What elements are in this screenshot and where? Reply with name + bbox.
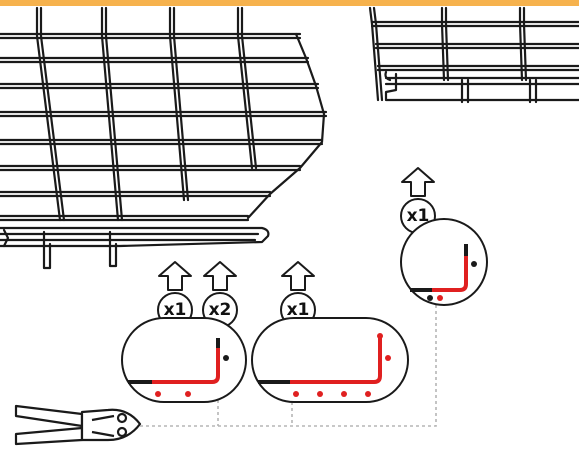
detail-bubble: [400, 218, 488, 306]
cut-point-marker: [437, 295, 443, 301]
cut-wire: [432, 256, 468, 292]
arrow-up-icon: [281, 261, 315, 291]
left-wire-tray: [0, 6, 328, 270]
cut-point-marker: [427, 295, 433, 301]
cut-point-marker: [185, 391, 191, 397]
quantity-label: x1: [407, 206, 430, 226]
arrow-up-icon: [203, 261, 237, 291]
bolt-cutter-icon: [14, 404, 142, 446]
quantity-label: x2: [209, 300, 232, 320]
top-accent-bar: [0, 0, 579, 6]
cut-point-marker: [317, 391, 323, 397]
cut-point-marker: [365, 391, 371, 397]
detail-bubble: [121, 317, 247, 403]
quantity-callout: x1: [400, 198, 436, 234]
cut-point-marker: [377, 333, 383, 339]
arrow-up-icon: [401, 167, 435, 197]
cut-wire: [152, 348, 220, 384]
right-wire-tray: [368, 6, 579, 104]
cut-wire: [290, 338, 382, 384]
detail-bubble: [251, 317, 409, 403]
cut-point-marker: [293, 391, 299, 397]
arrow-up-icon: [158, 261, 192, 291]
cut-point-marker: [155, 391, 161, 397]
quantity-label: x1: [164, 300, 187, 320]
cut-point-marker: [341, 391, 347, 397]
quantity-label: x1: [287, 300, 310, 320]
